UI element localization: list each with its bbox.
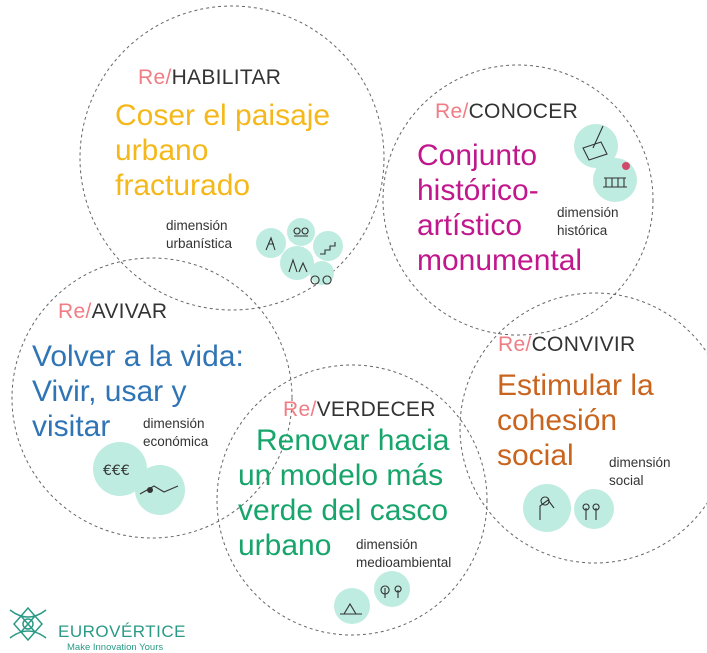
- dimension-label: dimensión: [143, 416, 205, 431]
- dimension-type: histórica: [557, 223, 608, 238]
- habilitar-dimension: dimensión urbanística: [166, 217, 232, 253]
- convivir-headline-line: Estimular la: [497, 369, 654, 402]
- habilitar-title: HABILITAR: [171, 66, 282, 89]
- map-pencil-icon: [574, 124, 618, 168]
- dimension-type: social: [609, 473, 644, 488]
- verdecer-icons: [334, 571, 410, 624]
- circle-avivar: [11, 257, 293, 539]
- convivir-icons: [523, 484, 614, 532]
- avivar-headline-line: visitar: [32, 410, 111, 443]
- verdecer-heading: Re/VERDECER: [283, 398, 436, 422]
- logo-tagline: Make Innovation Yours: [67, 642, 164, 653]
- verdecer-prefix: Re/: [283, 398, 317, 421]
- dimension-type: urbanística: [166, 236, 233, 251]
- verdecer-headline-line: verde del casco: [238, 494, 449, 527]
- dimension-label: dimensión: [609, 455, 671, 470]
- conocer-headline-line: monumental: [417, 244, 583, 277]
- avivar-title: AVIVAR: [91, 300, 168, 323]
- svg-text:€€€: €€€: [103, 463, 130, 479]
- conocer-headline: Conjunto histórico- artístico monumental: [417, 138, 582, 278]
- avivar-heading: Re/AVIVAR: [58, 300, 167, 324]
- convivir-heading: Re/CONVIVIR: [498, 333, 636, 357]
- logo-mark-icon: [9, 606, 47, 642]
- circle-habilitar: [79, 5, 385, 311]
- dimension-type: medioambiental: [356, 555, 452, 570]
- dimension-label: dimensión: [166, 218, 228, 233]
- conocer-dimension: dimensión histórica: [557, 204, 619, 240]
- conocer-headline-line: Conjunto: [417, 139, 538, 172]
- circle-verdecer: [216, 364, 488, 636]
- cyclist-icon: [310, 261, 334, 285]
- trees-person-icon: [374, 571, 410, 607]
- convivir-dimension: dimensión social: [609, 454, 671, 490]
- monument-location-icon: [593, 158, 637, 202]
- people-group-icon: [287, 218, 315, 246]
- dimension-label: dimensión: [356, 537, 418, 552]
- avivar-prefix: Re/: [58, 300, 92, 323]
- conocer-headline-line: histórico-: [417, 174, 539, 207]
- convivir-prefix: Re/: [498, 333, 532, 356]
- convivir-headline-line: social: [497, 439, 574, 472]
- dimension-label: dimensión: [557, 205, 619, 220]
- avivar-headline: Volver a la vida: Vivir, usar y visitar: [32, 339, 244, 444]
- habilitar-prefix: Re/: [138, 66, 172, 89]
- convivir-title: CONVIVIR: [531, 333, 636, 356]
- family-walk-icon: [280, 246, 314, 280]
- avivar-dimension: dimensión económica: [143, 415, 208, 451]
- convivir-headline: Estimular la cohesión social: [497, 368, 654, 473]
- habilitar-headline: Coser el paisaje urbano fracturado: [115, 98, 330, 203]
- conocer-headline-line: artístico: [417, 209, 523, 242]
- pedestrian-icon: [256, 228, 286, 258]
- convivir-headline-line: cohesión: [497, 404, 618, 437]
- verdecer-title: VERDECER: [316, 398, 436, 421]
- logo-name: EUROVÉRTICE: [58, 622, 186, 641]
- verdecer-headline-line: urbano: [238, 529, 332, 562]
- avivar-icons: €€€: [93, 442, 185, 515]
- habilitar-heading: Re/HABILITAR: [138, 66, 281, 90]
- gardener-icon: [334, 588, 370, 624]
- conocer-prefix: Re/: [435, 100, 469, 123]
- conocer-heading: Re/CONOCER: [435, 100, 578, 124]
- avivar-headline-line: Volver a la vida:: [32, 340, 244, 373]
- conocer-title: CONOCER: [468, 100, 579, 123]
- habilitar-icons: [256, 218, 343, 285]
- circle-convivir: [459, 292, 707, 564]
- verdecer-dimension: dimensión medioambiental: [356, 536, 451, 572]
- stairs-icon: [313, 231, 343, 261]
- habilitar-headline-line: Coser el paisaje: [115, 99, 331, 132]
- eurovertice-logo: [9, 606, 47, 642]
- verdecer-headline: Renovar hacia un modelo más verde del ca…: [238, 423, 449, 563]
- habilitar-headline-line: fracturado: [115, 169, 251, 202]
- avivar-headline-line: Vivir, usar y: [32, 375, 187, 408]
- verdecer-headline-line: Renovar hacia: [256, 424, 450, 457]
- dimension-type: económica: [143, 434, 209, 449]
- conocer-icons: [574, 124, 637, 202]
- verdecer-headline-line: un modelo más: [238, 459, 444, 492]
- circle-conocer: [382, 64, 654, 336]
- elderly-people-icon: [523, 484, 571, 532]
- habilitar-headline-line: urbano: [115, 134, 209, 167]
- euro-coins-icon: [93, 442, 147, 496]
